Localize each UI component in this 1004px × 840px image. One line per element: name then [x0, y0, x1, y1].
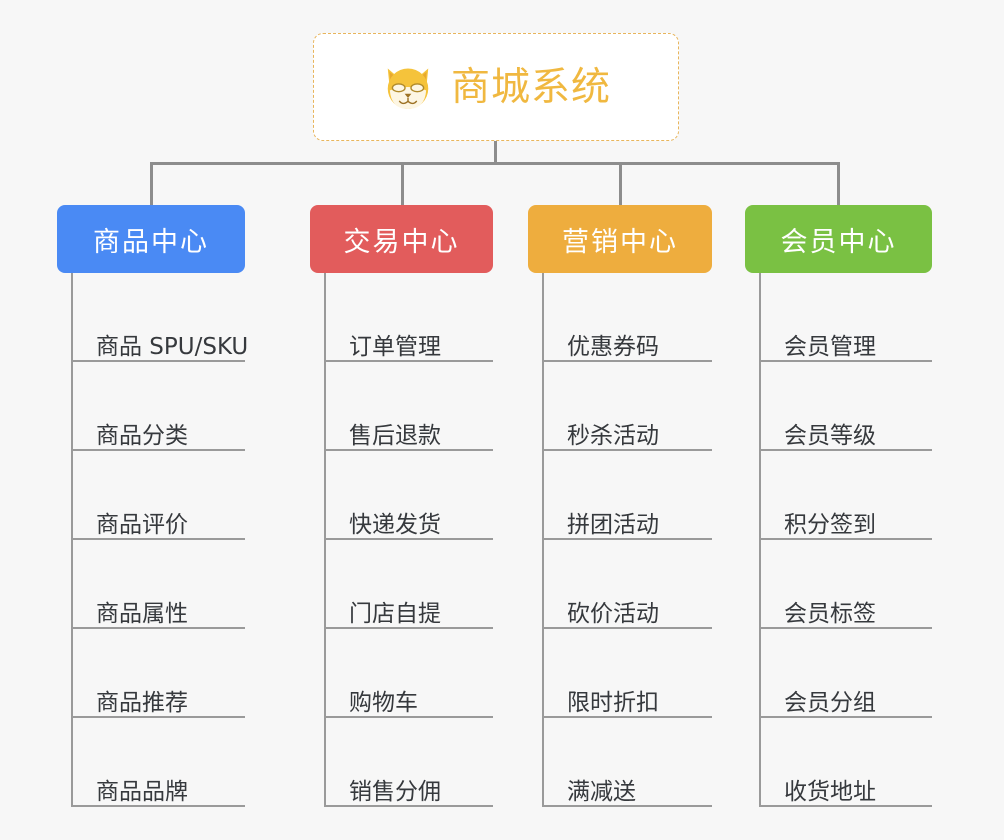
- leaf-item-label: 销售分佣: [349, 778, 441, 805]
- leaf-item-label: 商品分类: [96, 422, 188, 449]
- shiba-dog-face-icon: [381, 60, 435, 114]
- leaf-item[interactable]: 会员等级: [760, 362, 932, 451]
- leaf-item[interactable]: 商品 SPU/SKU: [72, 273, 249, 362]
- leaf-list: 会员管理会员等级积分签到会员标签会员分组收货地址: [745, 273, 932, 807]
- leaf-item-label: 会员分组: [784, 689, 876, 716]
- leaf-spine-line: [324, 273, 326, 807]
- leaf-item[interactable]: 秒杀活动: [543, 362, 712, 451]
- leaf-item-label: 会员管理: [784, 333, 876, 360]
- leaf-item[interactable]: 优惠券码: [543, 273, 712, 362]
- leaf-item-label: 售后退款: [349, 422, 441, 449]
- leaf-item-label: 满减送: [567, 778, 636, 805]
- leaf-item-label: 收货地址: [784, 778, 876, 805]
- leaf-list: 优惠券码秒杀活动拼团活动砍价活动限时折扣满减送: [528, 273, 712, 807]
- root-title: 商城系统: [450, 64, 611, 110]
- leaf-list: 订单管理售后退款快递发货门店自提购物车销售分佣: [310, 273, 493, 807]
- leaf-item-label: 砍价活动: [567, 600, 659, 627]
- leaf-item-label: 优惠券码: [567, 333, 659, 360]
- leaf-item-label: 积分签到: [784, 511, 876, 538]
- leaf-item-label: 会员标签: [784, 600, 876, 627]
- branch-column-4: 会员中心会员管理会员等级积分签到会员标签会员分组收货地址: [745, 205, 932, 807]
- leaf-item-label: 门店自提: [349, 600, 441, 627]
- leaf-item-label: 购物车: [349, 689, 418, 716]
- leaf-spine-line: [542, 273, 544, 807]
- leaf-spine-line: [71, 273, 73, 807]
- connector-root-stem: [494, 141, 497, 165]
- leaf-item[interactable]: 会员标签: [760, 540, 932, 629]
- leaf-item[interactable]: 订单管理: [325, 273, 493, 362]
- branch-column-1: 商品中心商品 SPU/SKU 商品分类商品评价商品属性商品推荐商品品牌: [57, 205, 249, 807]
- leaf-item-label: 限时折扣: [567, 689, 659, 716]
- leaf-spine-line: [759, 273, 761, 807]
- leaf-item-label: 会员等级: [784, 422, 876, 449]
- leaf-item-label: 商品评价: [96, 511, 188, 538]
- leaf-item[interactable]: 积分签到: [760, 451, 932, 540]
- connector-horizontal-bus: [150, 162, 840, 165]
- leaf-item[interactable]: 会员管理: [760, 273, 932, 362]
- connector-drop-2: [401, 162, 404, 206]
- leaf-item-label: 订单管理: [349, 333, 441, 360]
- leaf-item[interactable]: 商品分类: [72, 362, 245, 451]
- leaf-item[interactable]: 销售分佣: [325, 718, 493, 807]
- leaf-item-label: 商品 SPU/SKU: [96, 333, 249, 360]
- leaf-item[interactable]: 商品推荐: [72, 629, 245, 718]
- category-box[interactable]: 商品中心: [57, 205, 245, 273]
- leaf-item-label: 商品属性: [96, 600, 188, 627]
- leaf-list: 商品 SPU/SKU 商品分类商品评价商品属性商品推荐商品品牌: [57, 273, 249, 807]
- category-box[interactable]: 会员中心: [745, 205, 932, 273]
- branch-column-3: 营销中心优惠券码秒杀活动拼团活动砍价活动限时折扣满减送: [528, 205, 712, 807]
- leaf-item-label: 商品推荐: [96, 689, 188, 716]
- leaf-item[interactable]: 商品属性: [72, 540, 245, 629]
- root-node[interactable]: 商城系统: [313, 33, 679, 141]
- category-box[interactable]: 营销中心: [528, 205, 712, 273]
- leaf-item[interactable]: 购物车: [325, 629, 493, 718]
- connector-drop-3: [619, 162, 622, 206]
- leaf-item-label: 快递发货: [349, 511, 441, 538]
- leaf-item[interactable]: 会员分组: [760, 629, 932, 718]
- category-box[interactable]: 交易中心: [310, 205, 493, 273]
- leaf-item[interactable]: 售后退款: [325, 362, 493, 451]
- branch-column-2: 交易中心订单管理售后退款快递发货门店自提购物车销售分佣: [310, 205, 493, 807]
- connector-drop-4: [837, 162, 840, 206]
- leaf-item[interactable]: 商品评价: [72, 451, 245, 540]
- leaf-item-label: 秒杀活动: [567, 422, 659, 449]
- leaf-item-label: 拼团活动: [567, 511, 659, 538]
- connector-drop-1: [150, 162, 153, 206]
- leaf-item[interactable]: 商品品牌: [72, 718, 245, 807]
- leaf-item[interactable]: 门店自提: [325, 540, 493, 629]
- leaf-item[interactable]: 快递发货: [325, 451, 493, 540]
- leaf-item[interactable]: 收货地址: [760, 718, 932, 807]
- leaf-item[interactable]: 限时折扣: [543, 629, 712, 718]
- leaf-item-label: 商品品牌: [96, 778, 188, 805]
- leaf-item[interactable]: 满减送: [543, 718, 712, 807]
- leaf-item[interactable]: 拼团活动: [543, 451, 712, 540]
- leaf-item[interactable]: 砍价活动: [543, 540, 712, 629]
